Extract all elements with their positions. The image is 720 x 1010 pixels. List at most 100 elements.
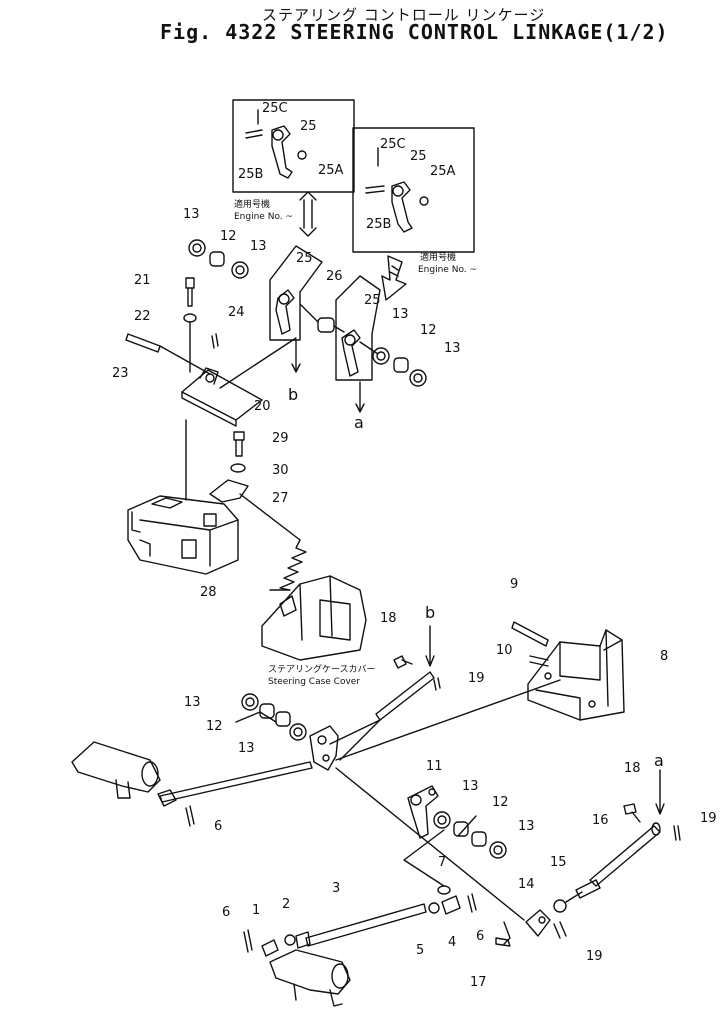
- cotter-6-c: [467, 893, 477, 913]
- bolt-17: [503, 921, 511, 945]
- label-25: 25: [410, 149, 427, 164]
- nut-13-e: [241, 693, 259, 711]
- washer-22: [183, 313, 197, 323]
- label-20: 20: [254, 399, 271, 414]
- clevis-4: [441, 895, 461, 915]
- case-cover-en: Steering Case Cover: [268, 677, 360, 687]
- label-6: 6: [222, 905, 230, 920]
- title-japanese: ステアリング コントロール リンケージ: [262, 6, 546, 24]
- label-25: 25: [364, 293, 381, 308]
- bushing-12-a: [209, 251, 225, 267]
- label-15: 15: [550, 855, 567, 870]
- arrow-a-ref: [655, 769, 665, 815]
- label-7: 7: [438, 855, 446, 870]
- label-8: 8: [660, 649, 668, 664]
- ref-mark-b: b: [425, 603, 435, 622]
- label-14: 14: [518, 877, 535, 892]
- steering-case-cover: [261, 575, 367, 661]
- case-cover-jp: ステアリングケースカバー: [268, 663, 376, 675]
- nut-13-d: [409, 369, 427, 387]
- bottom-tube: [269, 949, 351, 1007]
- label-13: 13: [444, 341, 461, 356]
- bushing-12-d: [453, 821, 487, 847]
- rod-left: [159, 761, 313, 803]
- arrow-down-b: [291, 339, 301, 373]
- lever-25-right: [341, 329, 361, 377]
- bolt-18-b: [623, 803, 641, 823]
- label-10: 10: [496, 643, 513, 658]
- pin-23: [125, 333, 161, 353]
- label-27: 27: [272, 491, 289, 506]
- double-arrow-1: [299, 191, 317, 237]
- bushing-12-c: [259, 703, 291, 727]
- label-25c: 25C: [380, 137, 406, 152]
- label-25a: 25A: [430, 164, 456, 179]
- lever-25-left: [275, 289, 295, 335]
- nut-13-h: [489, 841, 507, 859]
- cotter-6-a: [185, 805, 195, 827]
- rod-upper: [375, 671, 435, 721]
- left-tube: [71, 741, 161, 799]
- lever-box-25-left: [269, 245, 323, 341]
- label-2: 2: [282, 897, 290, 912]
- clevis-14: [525, 909, 551, 937]
- lever-box-25-right: [335, 275, 381, 381]
- ref-mark-a: a: [354, 413, 364, 432]
- label-19: 19: [468, 671, 485, 686]
- ref-mark-b: b: [288, 385, 298, 404]
- label-25b: 25B: [366, 217, 391, 232]
- label-21: 21: [134, 273, 151, 288]
- cotter-19-b: [673, 825, 681, 841]
- label-5: 5: [416, 943, 424, 958]
- label-13: 13: [392, 307, 409, 322]
- nut-15: [553, 899, 567, 913]
- nut-13-g: [433, 811, 451, 829]
- label-3: 3: [332, 881, 340, 896]
- inset-box-2: [352, 127, 475, 253]
- bolt-18-a: [393, 655, 413, 669]
- label-26: 26: [326, 269, 343, 284]
- label-12: 12: [420, 323, 437, 338]
- plate-27: [209, 479, 249, 503]
- spring-28: [269, 539, 307, 591]
- rod-3: [305, 903, 427, 947]
- cotter-6-b: [243, 929, 253, 953]
- nut-13-f: [289, 723, 307, 741]
- center-lever: [309, 725, 339, 771]
- bolt-21: [185, 277, 195, 307]
- label-25a: 25A: [318, 163, 344, 178]
- inset-1-lever: [245, 109, 307, 179]
- nut-13-b: [231, 261, 249, 279]
- engine-no-jp-2: 適用号機: [420, 251, 456, 263]
- nut-2: [284, 934, 296, 946]
- washer-30: [230, 463, 246, 473]
- label-9: 9: [510, 577, 518, 592]
- engine-no-en-1: Engine No. ~: [234, 212, 293, 222]
- label-18: 18: [380, 611, 397, 626]
- label-29: 29: [272, 431, 289, 446]
- label-13: 13: [518, 819, 535, 834]
- pin-10: [529, 655, 549, 667]
- label-18: 18: [624, 761, 641, 776]
- label-25: 25: [300, 119, 317, 134]
- arrow-b-ref: [425, 625, 435, 667]
- label-11: 11: [426, 759, 443, 774]
- inset-2-lever: [365, 147, 429, 233]
- label-12: 12: [492, 795, 509, 810]
- label-13: 13: [462, 779, 479, 794]
- title-english: Fig. 4322 STEERING CONTROL LINKAGE(1/2): [160, 20, 669, 44]
- label-19: 19: [586, 949, 603, 964]
- cotter-19-c: [553, 921, 567, 939]
- label-19: 19: [700, 811, 717, 826]
- label-25: 25: [296, 251, 313, 266]
- label-30: 30: [272, 463, 289, 478]
- lever-11: [407, 785, 439, 839]
- nut-13-a: [188, 239, 206, 257]
- label-23: 23: [112, 366, 129, 381]
- label-24: 24: [228, 305, 245, 320]
- cotter-pin-24: [211, 333, 219, 349]
- label-25b: 25B: [238, 167, 263, 182]
- clevis-1: [261, 939, 279, 957]
- label-25c: 25C: [262, 101, 288, 116]
- engine-no-jp-1: 適用号機: [234, 198, 270, 210]
